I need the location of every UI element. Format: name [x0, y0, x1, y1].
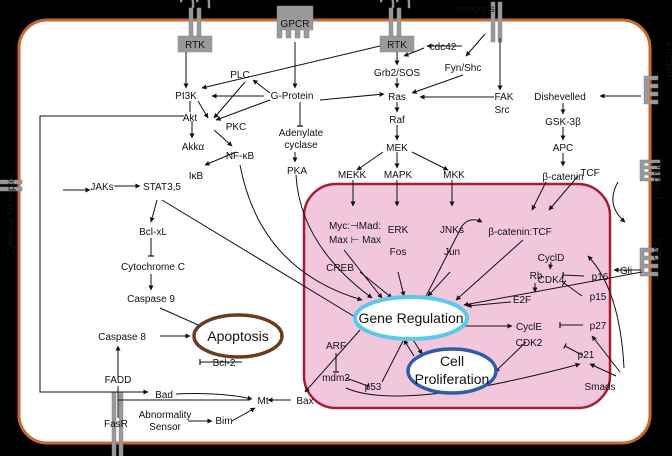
rtk-right-label: RTK [387, 40, 407, 51]
node-caspase8: Caspase 8 [98, 332, 146, 343]
node-smads: Smads [584, 382, 615, 393]
node-ikb: IκB [189, 171, 204, 182]
smo-label: SMO [651, 238, 662, 261]
node-ras: Ras [388, 92, 406, 103]
node-cyclin-e: CyclE [516, 322, 542, 333]
node-arf: ARF [326, 341, 346, 352]
node-p53: p53 [365, 382, 382, 393]
node-pka: PKA [287, 166, 307, 177]
node-akt: Akt [183, 113, 198, 124]
node-max-max: Max ⊢ Max [329, 235, 381, 246]
node-mdm2: mdm2 [322, 373, 350, 384]
apoptosis-ellipse [192, 313, 284, 359]
node-bim: Bim [215, 416, 232, 427]
rtk-left-label: RTK [185, 40, 205, 51]
rtk-left-receptor: RTK [177, 0, 213, 53]
node-src: Src [495, 105, 510, 116]
node-cdk2: CDK2 [516, 338, 543, 349]
node-p21: p21 [578, 350, 595, 361]
gene-regulation-ellipse [353, 295, 469, 341]
node-akk-alpha: Akkα [182, 142, 205, 153]
node-cdc42: cdc42 [430, 42, 457, 53]
node-cyclin-d: CyclD [538, 253, 565, 264]
node-pkc: PKC [226, 122, 247, 133]
cytokine-receptor-label: Cytokine Receptor [6, 173, 17, 256]
node-mt: Mt [257, 396, 268, 407]
apoptosis-label: Apoptosis [207, 328, 268, 344]
pathway-edges [39, 33, 643, 424]
node-beta-catenin-tcf: β-catenin:TCF [488, 227, 552, 238]
frizzled-receptor [643, 75, 659, 105]
node-cdk4: CDK4 [538, 275, 565, 286]
node-rb: Rb [530, 271, 543, 282]
nucleus-border [302, 182, 612, 410]
node-pi3k: PI3K [175, 91, 197, 102]
node-gsk3b: GSK-3β [545, 117, 581, 128]
node-dishevelled: Dishevelled [534, 92, 586, 103]
pathway-nodes: PI3K PLC G-Protein Akt Akkα PKC NF-κB Iκ… [90, 42, 632, 433]
node-cyclase: cyclase [284, 140, 318, 151]
patched-receptor [639, 159, 661, 182]
node-bcl2: Bcl-2 [213, 358, 236, 369]
gpcr-label: GPCR [281, 19, 310, 30]
rtk-right-receptor: RTK [379, 0, 415, 53]
node-fak: FAK [495, 92, 514, 103]
node-stat: STAT3,5 [143, 182, 181, 193]
gene-regulation-label: Gene Regulation [358, 310, 463, 326]
node-p15: p15 [590, 292, 607, 303]
node-bclxl: Bcl-xL [139, 227, 167, 238]
frizzled-label: Frizzled [663, 42, 672, 77]
smo-receptor [639, 247, 659, 277]
node-jun: Jun [444, 247, 460, 258]
cytokine-receptor [0, 179, 23, 192]
node-nfkb: NF-κB [226, 151, 255, 162]
node-adenylate: Adenylate [279, 128, 324, 139]
integrins-label: Integrins [456, 4, 494, 15]
node-fyn-shc: Fyn/Shc [445, 63, 482, 74]
patched-label: Patched [651, 162, 662, 199]
node-mapk: MAPK [384, 170, 413, 181]
node-plc: PLC [230, 70, 249, 81]
node-sensor: Sensor [149, 422, 181, 433]
cell-proliferation-ellipse [406, 347, 498, 395]
cell-proliferation-label-2: Proliferation [415, 371, 490, 387]
node-abnormality: Abnormality [139, 410, 192, 421]
node-fos: Fos [390, 247, 407, 258]
node-grb2-sos: Grb2/SOS [374, 68, 420, 79]
node-tcf: TCF [580, 168, 599, 179]
cell-proliferation-label-1: Cell [440, 353, 464, 369]
node-bad: Bad [155, 390, 173, 401]
node-bax: Bax [296, 396, 313, 407]
node-fadd: FADD [105, 375, 132, 386]
node-mek: MEK [386, 143, 408, 154]
node-beta-catenin: β-catenin [542, 172, 583, 183]
node-mekk: MEKK [338, 170, 367, 181]
node-apc: APC [553, 143, 574, 154]
node-jaks: JAKs [90, 182, 113, 193]
node-creb: CREB [326, 263, 354, 274]
node-raf: Raf [389, 115, 405, 126]
node-g-protein: G-Protein [271, 91, 314, 102]
node-myc-mad: Myc:⊣Mad: [329, 221, 381, 232]
node-jnks: JNKs [440, 225, 464, 236]
node-mkk: MKK [443, 170, 465, 181]
node-caspase9: Caspase 9 [127, 294, 175, 305]
node-cytochrome-c: Cytochrome C [121, 262, 185, 273]
node-p16: p16 [592, 272, 609, 283]
node-e2f: E2F [513, 295, 531, 306]
cell-membrane-border [17, 18, 652, 445]
node-erk: ERK [388, 225, 409, 236]
node-gli: Gli [620, 266, 632, 277]
fasr-label: FasR [104, 419, 128, 430]
node-p27: p27 [590, 321, 607, 332]
gpcr-receptor: GPCR [276, 5, 314, 39]
